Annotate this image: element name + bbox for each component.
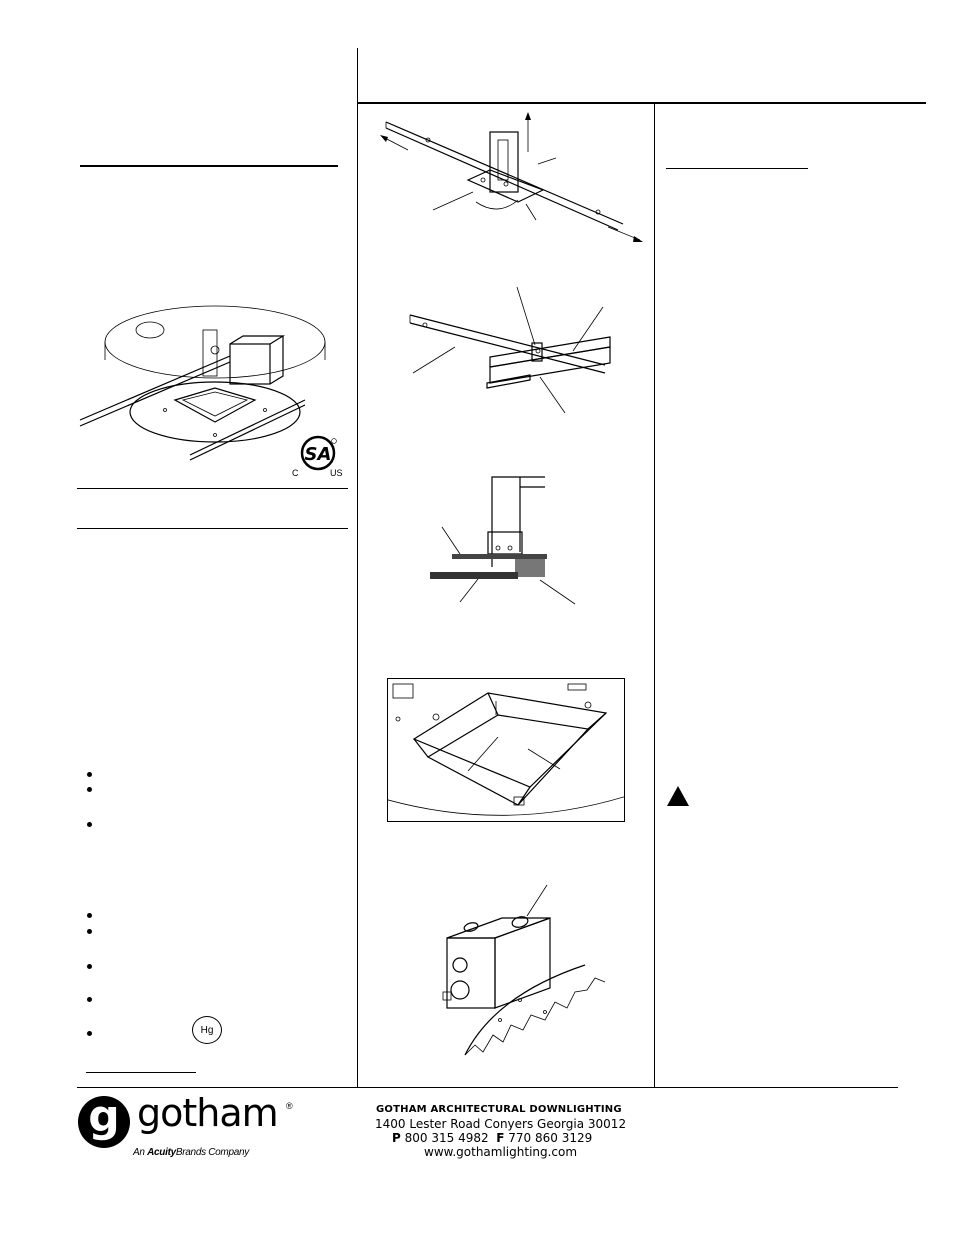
left-section-rule-1 xyxy=(77,488,348,489)
bullet-point xyxy=(87,1031,92,1036)
logo-letter: g xyxy=(88,1091,120,1142)
mercury-hg-label: Hg xyxy=(200,1024,214,1036)
left-footnote-rule xyxy=(86,1072,196,1073)
tagline-suffix: Brands Company xyxy=(175,1147,249,1158)
left-section-rule-2 xyxy=(77,528,348,529)
mercury-hg-icon: Hg xyxy=(192,1016,222,1044)
bullet-point xyxy=(87,787,92,792)
bullet-point xyxy=(87,997,92,1002)
column-divider-left xyxy=(357,48,358,1088)
footer-address: 1400 Lester Road Conyers Georgia 30012 xyxy=(375,1117,627,1131)
bullet-point xyxy=(87,772,92,777)
left-title-rule xyxy=(80,165,338,167)
footer-phone-fax: P 800 315 4982 F 770 860 3129 xyxy=(392,1131,592,1145)
diagram-junction-box xyxy=(442,884,606,1056)
bullet-point xyxy=(87,964,92,969)
brand-tagline: An AcuityBrands Company xyxy=(133,1147,249,1158)
csa-mark-right: US xyxy=(330,468,343,478)
footer-website-link[interactable]: www.gothamlighting.com xyxy=(424,1145,578,1159)
bullet-point xyxy=(87,822,92,827)
gotham-logo-mark: g xyxy=(78,1091,130,1148)
svg-text:SA: SA xyxy=(305,444,332,465)
gotham-logo: g gotham ® An AcuityBrands Company xyxy=(77,1091,307,1165)
csa-certification-icon: SA C US xyxy=(292,435,344,479)
csa-mark-left: C xyxy=(292,468,299,478)
phone-label: P xyxy=(392,1131,401,1145)
diagram-aperture-frame xyxy=(387,678,625,822)
diagram-bar-hanger xyxy=(380,112,643,242)
column-divider-right xyxy=(654,103,655,1088)
right-heading-rule xyxy=(666,168,808,169)
brand-name: gotham xyxy=(137,1091,279,1135)
fax-number: 770 860 3129 xyxy=(508,1131,593,1145)
bullet-point xyxy=(87,929,92,934)
tagline-prefix: An xyxy=(133,1147,145,1158)
header-rule xyxy=(357,102,926,104)
product-illustration xyxy=(79,305,326,461)
phone-number: 800 315 4982 xyxy=(404,1131,489,1145)
footer-company-name: GOTHAM ARCHITECTURAL DOWNLIGHTING xyxy=(376,1104,622,1115)
warning-triangle-icon xyxy=(667,786,689,806)
diagram-tbar-clip xyxy=(409,286,611,414)
tagline-brand: Acuity xyxy=(147,1147,176,1158)
fax-label: F xyxy=(496,1131,505,1145)
diagram-ceiling-section xyxy=(430,476,576,605)
bullet-point xyxy=(87,913,92,918)
footer-rule xyxy=(77,1087,898,1088)
brand-registered: ® xyxy=(286,1101,293,1111)
